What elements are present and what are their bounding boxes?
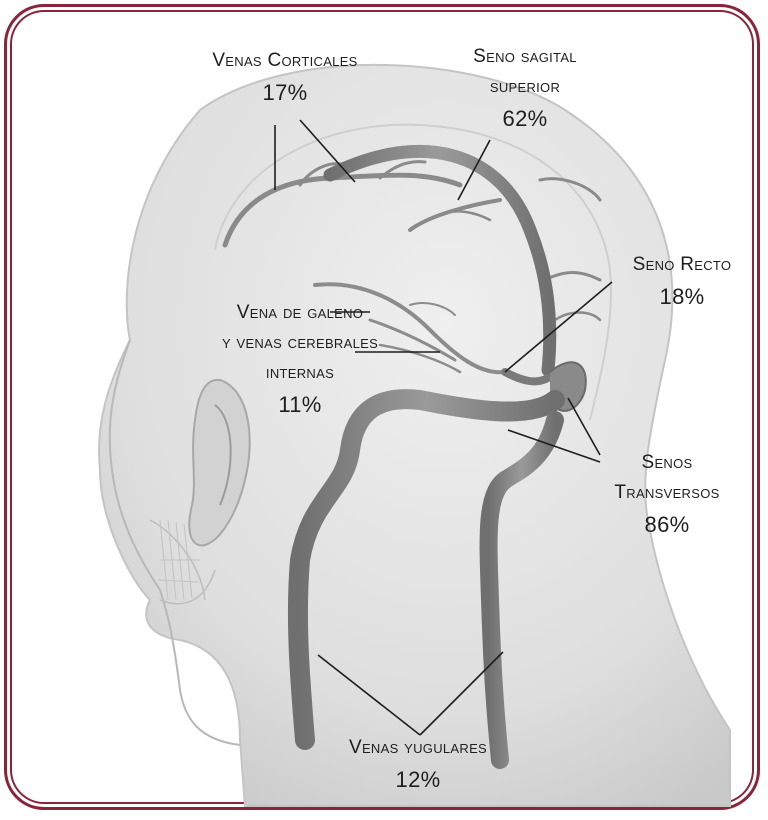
label-galen-pct: 11% [200,388,400,422]
label-transverse-name-1: Senos [592,448,742,478]
label-cortical-veins: Venas Corticales 17% [185,46,385,110]
label-straight-pct: 18% [612,280,752,314]
label-jugular-veins: Venas yugulares 12% [318,733,518,797]
label-sagittal-name-1: Seno sagital [440,42,610,72]
label-galen-name-2: y venas cerebrales [200,328,400,358]
label-sagittal-pct: 62% [440,102,610,136]
label-sagittal-name-2: superior [440,72,610,102]
label-superior-sagittal-sinus: Seno sagital superior 62% [440,42,610,136]
label-transverse-name-2: Transversos [592,478,742,508]
label-cortical-name: Venas Corticales [185,46,385,76]
label-galen-name-3: internas [200,358,400,388]
label-straight-sinus: Seno Recto 18% [612,250,752,314]
label-cortical-pct: 17% [185,76,385,110]
label-galen-name-1: Vena de galeno [200,298,400,328]
label-straight-name: Seno Recto [612,250,752,280]
label-transverse-pct: 86% [592,508,742,542]
label-jugular-pct: 12% [318,763,518,797]
label-transverse-sinuses: Senos Transversos 86% [592,448,742,542]
label-galen-internal-veins: Vena de galeno y venas cerebrales intern… [200,298,400,422]
label-jugular-name: Venas yugulares [318,733,518,763]
